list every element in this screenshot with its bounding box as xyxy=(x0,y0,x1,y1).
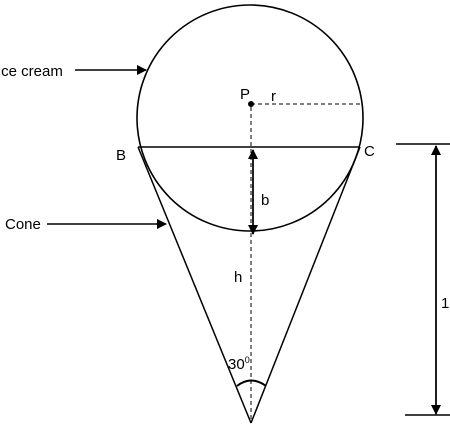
point-b-label: B xyxy=(116,147,126,164)
length-label: 1 xyxy=(441,295,449,312)
point-p-label: P xyxy=(240,86,250,103)
angle-value: 30 xyxy=(228,356,245,373)
cone-right-side xyxy=(250,146,361,424)
segment-b-label: b xyxy=(261,192,269,209)
radius-label: r xyxy=(271,88,276,105)
ice-cream-circle xyxy=(136,4,364,232)
angle-unit: 0 xyxy=(245,355,250,365)
angle-label: 300 xyxy=(228,355,250,373)
height-label: h xyxy=(234,269,242,286)
angle-arc xyxy=(236,379,267,387)
cone-left-side xyxy=(137,146,252,424)
cone-label: Cone xyxy=(5,216,41,233)
point-c-label: C xyxy=(364,143,375,160)
ice-cream-label: Ice cream xyxy=(0,63,63,80)
